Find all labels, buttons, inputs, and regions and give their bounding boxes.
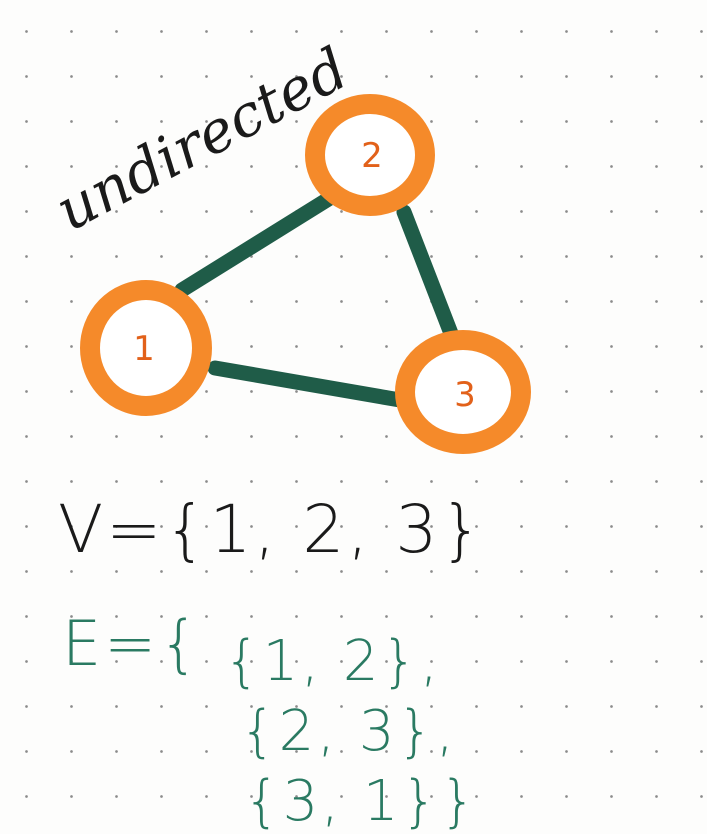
node-2-circle — [305, 94, 435, 216]
node-2: 2 — [305, 94, 435, 216]
edge-set-prefix: E={ — [62, 607, 202, 680]
vertex-set: V={1, 2, 3} — [58, 491, 485, 568]
edge-set-line-3: {3, 1}} — [244, 769, 479, 834]
node-2-label: 2 — [361, 136, 383, 176]
edge-1-3 — [207, 360, 408, 408]
edge-set-line-2: {2, 3}, — [240, 699, 457, 764]
node-1: 1 — [80, 280, 212, 416]
node-1-label: 1 — [133, 329, 155, 369]
edge-set-line-1: {1, 2}, — [224, 629, 441, 694]
node-3-circle — [395, 330, 531, 454]
node-1-circle — [80, 280, 212, 416]
node-3-label: 3 — [454, 375, 476, 415]
edge-1-2 — [174, 190, 338, 298]
edge-set: E={ {1, 2}, {2, 3}, {3, 1}} — [62, 607, 479, 834]
node-3: 3 — [395, 330, 531, 454]
edge-2-3 — [396, 204, 460, 344]
